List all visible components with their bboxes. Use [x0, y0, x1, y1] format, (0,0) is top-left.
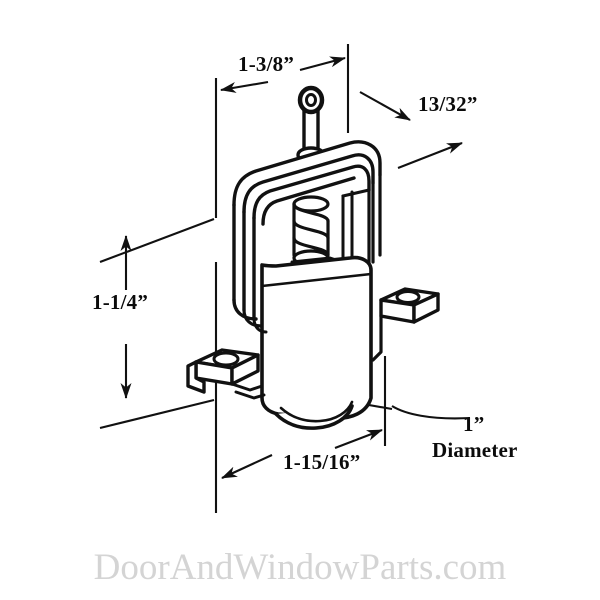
dim-arrow-width-left [220, 80, 269, 93]
watermark-text: DoorAndWindowParts.com [93, 547, 507, 588]
dimension-lines [99, 44, 471, 513]
leader-height-top [99, 218, 215, 263]
dimension-label-depth: 13/32” [418, 92, 478, 116]
mounting-tab-left [186, 348, 266, 400]
roller-assembly-part [186, 85, 440, 430]
dim-arrow-depth-upper [359, 91, 411, 121]
dimension-label-height: 1-1/4” [92, 290, 149, 314]
dim-arrow-bottom-right [334, 429, 383, 449]
dimension-label-width: 1-3/8” [238, 52, 295, 76]
roller-wheel [274, 400, 354, 430]
dim-arrow-depth-lower [397, 142, 463, 169]
dim-arrow-bottom-left [221, 454, 273, 479]
dimension-label-diameter-word: Diameter [432, 438, 518, 462]
housing-top-rail [232, 140, 382, 226]
coil-spring [290, 195, 347, 270]
dimension-label-diameter-value: 1” [463, 412, 485, 436]
housing-front-plate [232, 255, 373, 421]
leader-diameter [391, 405, 471, 420]
leader-height-bottom [99, 398, 215, 430]
dimension-label-bottom-width: 1-15/16” [283, 450, 361, 474]
dim-arrow-width-right [299, 56, 346, 72]
housing-left-face [232, 203, 256, 320]
mounting-tab-right [371, 287, 440, 362]
